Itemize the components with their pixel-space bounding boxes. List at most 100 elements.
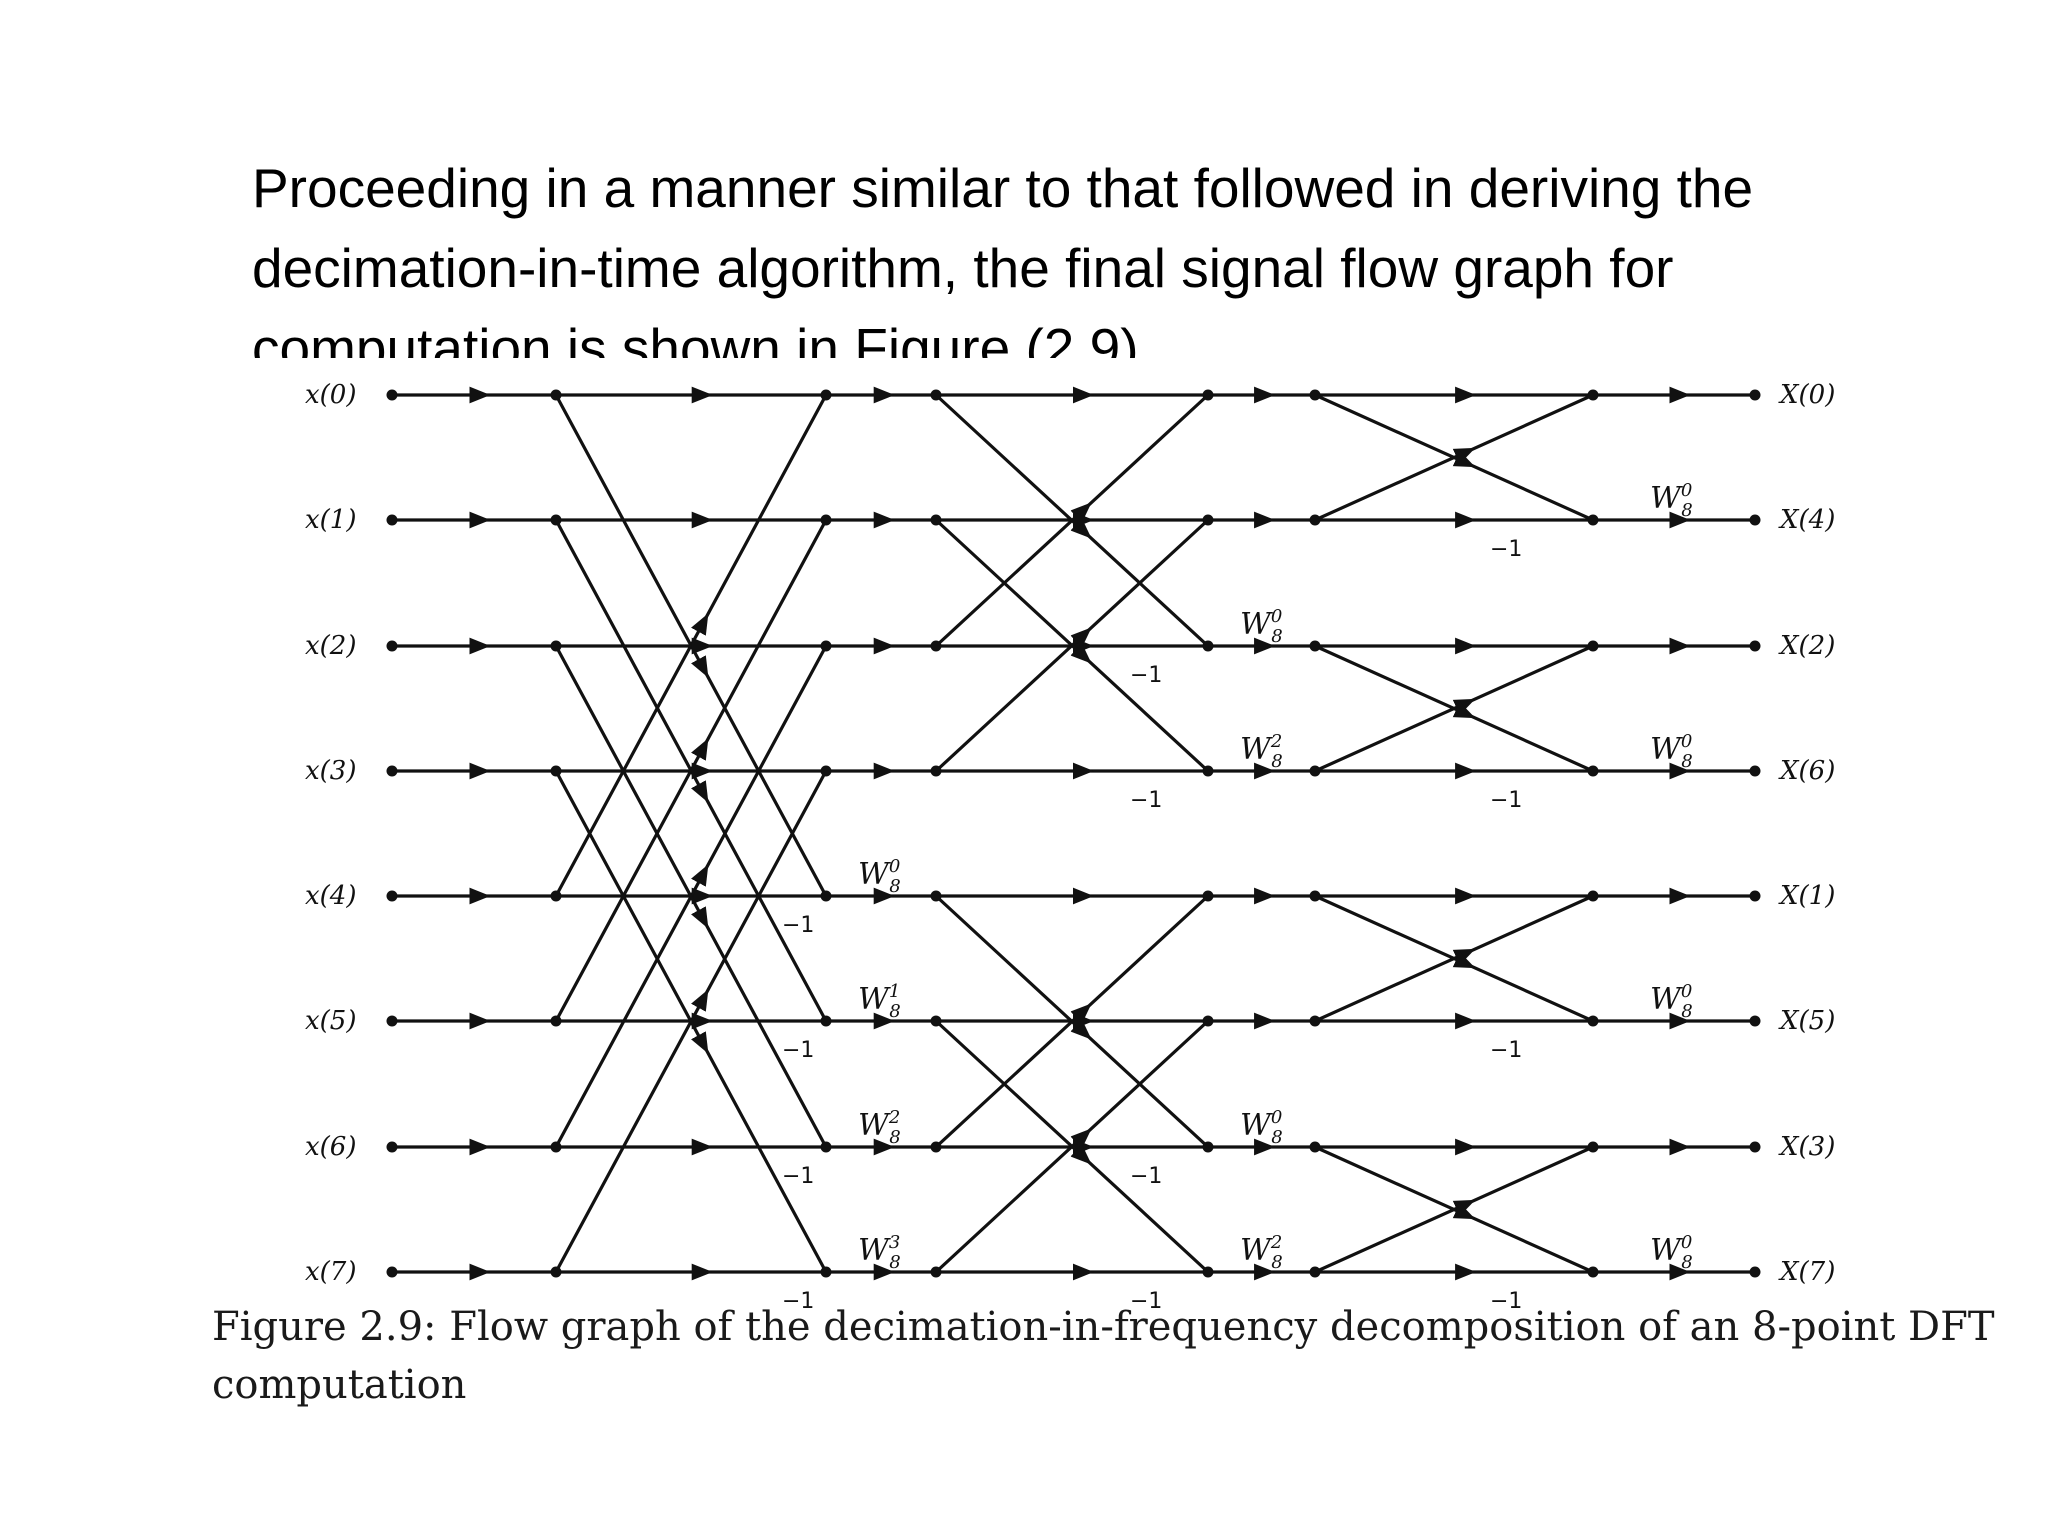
neg-one-label: −1 (1130, 663, 1162, 688)
graph-node (930, 640, 942, 652)
flow-arrow (691, 780, 709, 803)
flow-arrow (1070, 502, 1092, 523)
graph-node (386, 890, 398, 902)
graph-node (930, 1266, 942, 1278)
flow-arrow (1070, 1019, 1092, 1040)
graph-node (1587, 765, 1599, 777)
neg-one-label: −1 (1130, 1164, 1162, 1189)
graph-node (550, 765, 562, 777)
output-label: X(2) (1778, 631, 1835, 661)
graph-node (386, 640, 398, 652)
paragraph-line-2: decimation-in-time algorithm, the final … (252, 237, 1674, 299)
caption-line-2: computation (212, 1362, 467, 1408)
graph-node (820, 514, 832, 526)
neg-one-label: −1 (782, 1164, 814, 1189)
flow-arrow (1452, 951, 1476, 969)
graph-node (1587, 389, 1599, 401)
neg-one-label: −1 (782, 913, 814, 938)
graph-node (820, 1015, 832, 1027)
graph-node (1587, 1266, 1599, 1278)
flow-arrow (691, 906, 709, 929)
graph-node (1749, 640, 1761, 652)
flow-arrow (1452, 450, 1476, 468)
flow-arrow (691, 989, 709, 1012)
paragraph-line-1: Proceeding in a manner similar to that f… (252, 157, 1754, 219)
neg-one-label: −1 (1130, 1289, 1162, 1314)
flow-arrow (1452, 948, 1476, 966)
graph-node (930, 1141, 942, 1153)
graph-node (1309, 890, 1321, 902)
graph-node (1202, 1266, 1214, 1278)
input-label: x(7) (305, 1257, 357, 1287)
neg-one-label: −1 (1490, 537, 1522, 562)
caption-line-1: Figure 2.9: Flow graph of the decimation… (212, 1304, 1995, 1350)
input-label: x(3) (305, 756, 357, 786)
neg-one-label: −1 (782, 1038, 814, 1063)
graph-node (1587, 890, 1599, 902)
output-label: X(4) (1778, 505, 1835, 535)
flow-arrow (1070, 1128, 1092, 1149)
graph-node (1587, 1141, 1599, 1153)
graph-node (1202, 514, 1214, 526)
flow-arrow (691, 655, 709, 678)
paragraph-line-3: computation is shown in Figure (2.9). (252, 317, 1154, 358)
input-label: x(6) (305, 1132, 357, 1162)
graph-node (386, 514, 398, 526)
butterfly-edge (554, 769, 828, 1274)
graph-node (550, 1141, 562, 1153)
flow-arrow (1070, 518, 1092, 539)
neg-one-label: −1 (1490, 788, 1522, 813)
output-label: X(5) (1778, 1006, 1835, 1036)
neg-one-label: −1 (1490, 1038, 1522, 1063)
graph-node (820, 765, 832, 777)
input-label: x(0) (305, 380, 357, 410)
graph-node (1309, 1015, 1321, 1027)
graph-node (1749, 765, 1761, 777)
graph-node (386, 389, 398, 401)
flow-arrow (1452, 701, 1476, 719)
graph-node (1749, 514, 1761, 526)
flow-arrow (1452, 1199, 1476, 1217)
graph-node (930, 514, 942, 526)
graph-node (820, 389, 832, 401)
graph-node (820, 1266, 832, 1278)
graph-node (550, 389, 562, 401)
graph-node (930, 890, 942, 902)
flow-arrow (1452, 698, 1476, 716)
graph-node (820, 1141, 832, 1153)
figure-caption: Figure 2.9: Flow graph of the decimation… (212, 1298, 2032, 1414)
graph-node (1587, 1015, 1599, 1027)
flow-arrow (1452, 1202, 1476, 1220)
graph-node (820, 640, 832, 652)
output-label: X(1) (1778, 881, 1835, 911)
graph-node (550, 514, 562, 526)
graph-node (1587, 514, 1599, 526)
butterfly-edge (554, 644, 828, 1149)
graph-node (1309, 1266, 1321, 1278)
graph-node (1309, 1141, 1321, 1153)
graph-node (1309, 765, 1321, 777)
flow-arrow (691, 1031, 709, 1054)
flow-arrow (1070, 1003, 1092, 1024)
graph-node (930, 389, 942, 401)
graph-node (1202, 640, 1214, 652)
output-label: X(0) (1778, 380, 1835, 410)
input-label: x(2) (305, 631, 357, 661)
input-label: x(5) (305, 1006, 357, 1036)
flow-arrow (1070, 643, 1092, 664)
neg-one-label: −1 (782, 1289, 814, 1314)
flow-arrow (1070, 1144, 1092, 1165)
graph-node (550, 1266, 562, 1278)
graph-node (1749, 1015, 1761, 1027)
output-label: X(3) (1778, 1132, 1835, 1162)
